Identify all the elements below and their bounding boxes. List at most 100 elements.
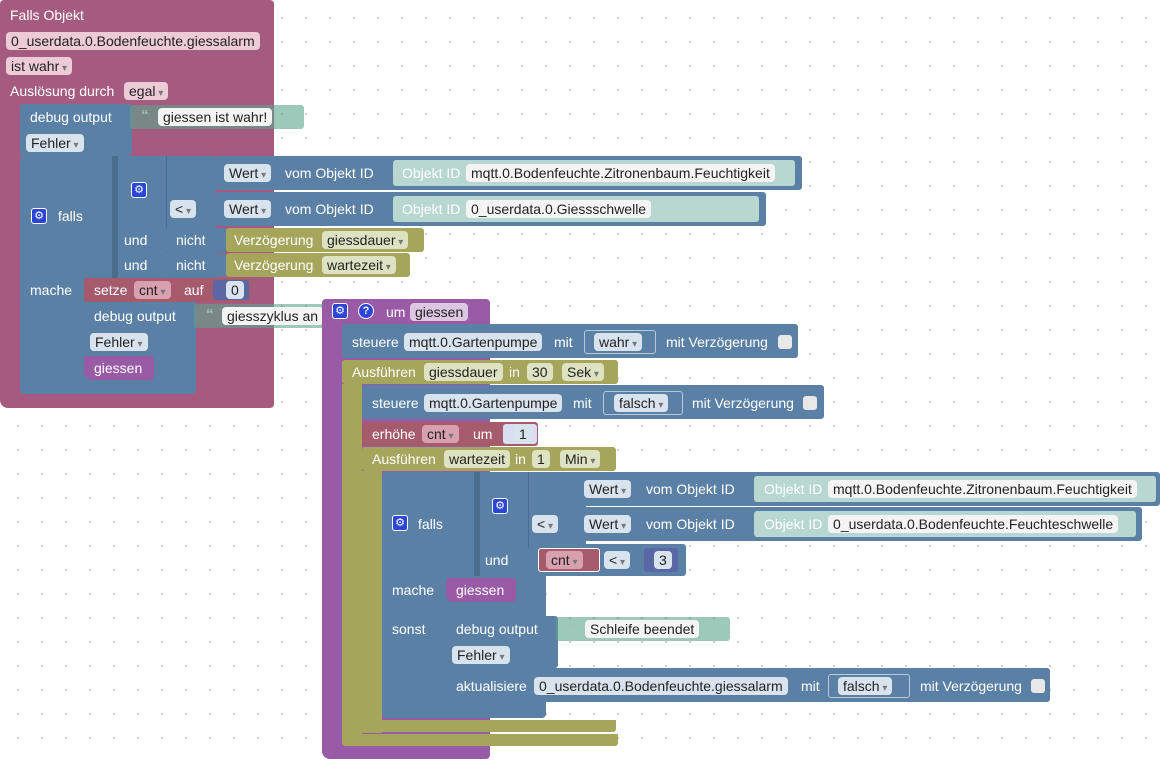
compare-operator-dropdown[interactable]: < — [604, 551, 630, 569]
from-object-label: vom Objekt ID — [646, 516, 735, 532]
debug-level-dropdown[interactable]: Fehler — [452, 646, 510, 664]
timeout-label: Ausführen — [352, 364, 416, 380]
variable-dropdown[interactable]: cnt — [422, 425, 459, 443]
quote-open-icon: “ — [141, 107, 149, 124]
control-object-field[interactable]: mqtt.0.Gartenpumpe — [424, 394, 563, 412]
procedure-call-label: giessen — [94, 360, 143, 376]
delay-checkbox[interactable] — [803, 396, 817, 410]
object-id-label: Objekt ID — [764, 481, 823, 497]
from-object-label: vom Objekt ID — [285, 165, 374, 181]
boolean-block[interactable] — [828, 674, 910, 698]
control-label: steuere — [372, 395, 419, 411]
debug-label: debug output — [94, 308, 176, 324]
boolean-dropdown[interactable]: wahr — [594, 333, 643, 351]
logic-and-block[interactable] — [528, 472, 574, 548]
object-id-field[interactable]: mqtt.0.Bodenfeuchte.Zitronenbaum.Feuchti… — [466, 164, 775, 182]
do-label: mache — [30, 282, 73, 298]
to-label: um — [386, 304, 406, 320]
gear-icon[interactable]: ⚙ — [131, 182, 147, 198]
timeout-amount-field[interactable]: 30 — [527, 363, 553, 381]
debug-label: debug output — [456, 621, 538, 637]
update-object-field[interactable]: 0_userdata.0.Bodenfeuchte.giessalarm — [534, 677, 788, 695]
else-label: sonst — [392, 621, 426, 637]
debug-text-field[interactable]: giesszyklus an — [222, 307, 324, 325]
trigger-title: Falls Objekt — [10, 7, 84, 23]
not-label: nicht — [176, 257, 206, 273]
timer-dropdown[interactable]: wartezeit — [322, 256, 396, 274]
if-socket — [112, 156, 118, 280]
debug-label: debug output — [30, 109, 112, 125]
debug-level-dropdown[interactable]: Fehler — [26, 134, 84, 152]
if-label: falls — [418, 516, 443, 532]
help-icon[interactable]: ? — [358, 303, 374, 319]
in-label: in — [509, 364, 520, 380]
set-label: setze — [94, 282, 128, 298]
timer-name-field[interactable]: giessdauer — [424, 363, 503, 381]
value-dropdown[interactable]: Wert — [584, 515, 632, 533]
timeout-label: Ausführen — [372, 451, 436, 467]
gear-icon[interactable]: ⚙ — [392, 515, 408, 531]
number-field[interactable]: 1 — [514, 425, 532, 443]
number-field[interactable]: 3 — [654, 551, 672, 569]
timer-dropdown[interactable]: giessdauer — [322, 231, 409, 249]
quote-close-icon: ” — [707, 619, 715, 636]
timer-name-field[interactable]: wartezeit — [444, 450, 511, 468]
trigger-object-id-field[interactable]: 0_userdata.0.Bodenfeuchte.giessalarm — [6, 32, 260, 50]
procedure-name-field[interactable]: giessen — [410, 303, 469, 321]
with-label: mit — [554, 334, 573, 350]
trigger-by-label: Auslösung durch — [10, 83, 115, 99]
timeout-unit-dropdown[interactable]: Sek — [562, 363, 604, 381]
trigger-by-dropdown[interactable]: egal — [124, 82, 169, 100]
delay-label: mit Verzögerung — [666, 334, 768, 350]
control-object-field[interactable]: mqtt.0.Gartenpumpe — [404, 333, 543, 351]
gear-icon[interactable]: ⚙ — [31, 208, 47, 224]
if-socket — [474, 472, 480, 576]
not-label: nicht — [176, 232, 206, 248]
compare-operator-dropdown[interactable]: < — [170, 200, 196, 218]
timeout-body-2 — [362, 471, 382, 733]
gear-icon[interactable]: ⚙ — [332, 303, 348, 319]
value-dropdown[interactable]: Wert — [224, 164, 272, 182]
compare-operator-dropdown[interactable]: < — [532, 515, 558, 533]
variable-dropdown[interactable]: cnt — [546, 551, 583, 569]
timeout-unit-dropdown[interactable]: Min — [560, 450, 601, 468]
object-id-field[interactable]: 0_userdata.0.Giessschwelle — [466, 200, 652, 218]
procedure-call-block[interactable] — [84, 356, 154, 380]
procedure-call-block[interactable] — [446, 578, 516, 602]
variable-dropdown[interactable]: cnt — [134, 281, 171, 299]
gear-icon[interactable]: ⚙ — [492, 498, 508, 514]
value-dropdown[interactable]: Wert — [584, 480, 632, 498]
with-label: mit — [573, 395, 592, 411]
debug-text-field[interactable]: giessen ist wahr! — [158, 108, 273, 126]
timeout-bottom-1 — [342, 734, 618, 746]
and-label: und — [124, 257, 148, 273]
timeout-bottom-2 — [362, 720, 616, 732]
trigger-condition-dropdown[interactable]: ist wahr — [6, 57, 73, 75]
delay-checkbox[interactable] — [778, 335, 792, 349]
by-label: um — [473, 426, 493, 442]
not-block[interactable] — [166, 253, 226, 277]
debug-text-field[interactable]: Schleife beendet — [585, 620, 700, 638]
delay-checkbox[interactable] — [1031, 679, 1045, 693]
boolean-block[interactable] — [603, 391, 683, 415]
delay-label: mit Verzögerung — [692, 395, 794, 411]
not-block[interactable] — [166, 228, 226, 252]
from-object-label: vom Objekt ID — [285, 201, 374, 217]
timeout-amount-field[interactable]: 1 — [532, 450, 550, 468]
boolean-dropdown[interactable]: falsch — [614, 394, 669, 412]
object-id-label: Objekt ID — [402, 165, 461, 181]
timeout-body-1 — [342, 384, 362, 744]
from-object-label: vom Objekt ID — [646, 481, 735, 497]
boolean-dropdown[interactable]: falsch — [838, 677, 893, 695]
update-label: aktualisiere — [456, 678, 527, 694]
value-dropdown[interactable]: Wert — [224, 200, 272, 218]
if-label: falls — [58, 208, 83, 224]
object-id-field[interactable]: mqtt.0.Bodenfeuchte.Zitronenbaum.Feuchti… — [828, 480, 1137, 498]
object-id-field[interactable]: 0_userdata.0.Bodenfeuchte.Feuchteschwell… — [828, 515, 1119, 533]
boolean-block[interactable] — [584, 330, 656, 354]
number-field[interactable]: 0 — [226, 281, 244, 299]
increment-label: erhöhe — [372, 426, 416, 442]
object-id-label: Objekt ID — [402, 201, 461, 217]
quote-open-icon: “ — [206, 306, 214, 323]
debug-level-dropdown[interactable]: Fehler — [90, 333, 148, 351]
